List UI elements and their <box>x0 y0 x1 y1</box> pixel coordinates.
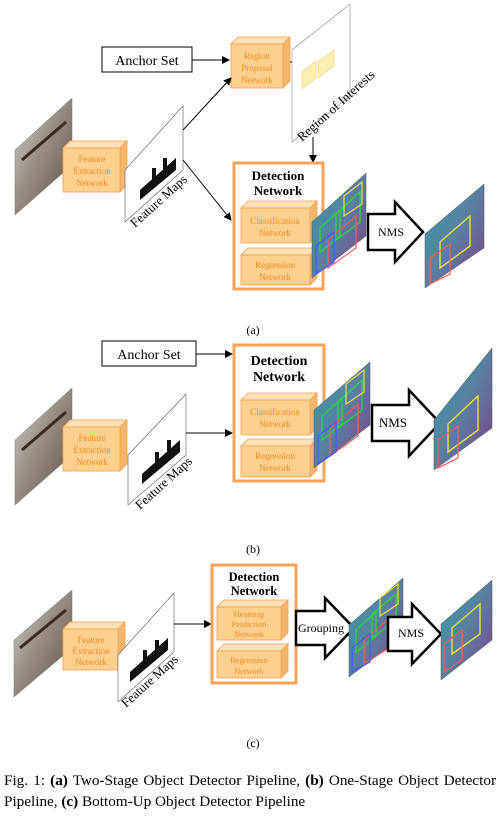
classification-label-2: Network <box>259 228 291 238</box>
feature-extraction-label-3: Network <box>75 657 107 667</box>
rpn-label-2: Proposal <box>241 63 273 73</box>
detection-network-title-1: Detection <box>251 354 308 369</box>
classification-label-2: Network <box>259 419 291 429</box>
panel-c: Feature Extraction Network Feature Maps … <box>13 563 493 750</box>
classification-label-1: Classification <box>250 216 300 226</box>
feature-extraction-box: Feature Extraction Network <box>62 419 128 472</box>
feature-extraction-label-2: Extraction <box>73 445 111 455</box>
detection-output-image <box>313 361 371 469</box>
nms-arrow <box>370 386 442 460</box>
classification-box: Classification Network <box>240 200 318 244</box>
figure-caption: Fig. 1: (a) Two-Stage Object Detector Pi… <box>4 770 496 812</box>
feature-extraction-label-2: Extraction <box>73 166 111 176</box>
feature-extraction-label-1: Feature <box>79 433 106 443</box>
heatmap-label-2: Prediction <box>232 619 268 629</box>
detection-network-title-1: Detection <box>229 570 280 584</box>
caption-b-text: One-Stage Object Detector Pipeline, <box>4 772 496 810</box>
final-output-image <box>433 347 493 471</box>
caption-b-tag: (b) <box>305 772 324 789</box>
regression-label-1: Regression <box>230 655 269 665</box>
detection-network-title-2: Network <box>231 584 278 598</box>
feature-map <box>117 592 175 703</box>
panel-a: Feature Extraction Network Feature Maps … <box>14 3 485 337</box>
regression-label-2: Network <box>234 666 264 676</box>
final-output-image <box>440 579 493 681</box>
panel-b: Feature Extraction Network Feature Maps … <box>14 340 493 556</box>
roi-plane <box>291 3 351 143</box>
regression-box: Regression Network <box>216 643 289 679</box>
regression-label-2: Network <box>259 463 291 473</box>
caption-a-tag: (a) <box>50 772 68 789</box>
rpn-box: Region Proposal Network <box>230 36 291 89</box>
regression-label-1: Regression <box>255 451 295 461</box>
caption-c-text: Bottom-Up Object Detector Pipeline <box>78 793 306 810</box>
nms-label: NMS <box>398 626 424 640</box>
heatmap-label-3: Network <box>234 629 264 639</box>
classification-box: Classification Network <box>240 392 318 436</box>
regression-label-2: Network <box>259 272 291 282</box>
panel-b-label: (b) <box>246 542 260 556</box>
caption-prefix: Fig. 1: <box>4 772 51 789</box>
final-output-image <box>424 183 485 289</box>
feature-extraction-label-3: Network <box>76 178 108 188</box>
feature-extraction-box: Feature Extraction Network <box>62 140 128 193</box>
heatmap-box: Heatmap Prediction Network <box>216 599 289 641</box>
nms-arrow <box>386 600 443 668</box>
anchor-set-label: Anchor Set <box>117 348 180 363</box>
panel-a-label: (a) <box>246 323 259 337</box>
nms-label: NMS <box>378 225 404 239</box>
rpn-label-3: Network <box>241 75 273 85</box>
detection-network-title-2: Network <box>254 183 303 198</box>
feature-extraction-label-2: Extraction <box>72 646 110 656</box>
feature-extraction-label-1: Feature <box>78 635 105 645</box>
classification-label-1: Classification <box>250 407 300 417</box>
regression-label-1: Regression <box>255 260 295 270</box>
detection-network-title-2: Network <box>253 370 305 385</box>
feature-map <box>127 393 187 506</box>
rpn-label-1: Region <box>244 51 270 61</box>
feature-map <box>124 105 184 223</box>
caption-c-tag: (c) <box>61 793 79 810</box>
pipeline-diagram: Feature Extraction Network Feature Maps … <box>13 3 493 750</box>
detection-output-image <box>311 172 367 279</box>
grouping-arrow <box>294 594 356 662</box>
caption-a-text: Two-Stage Object Detector Pipeline, <box>67 772 306 789</box>
panel-c-label: (c) <box>246 736 259 750</box>
regression-box: Regression Network <box>240 247 318 286</box>
nms-arrow <box>366 198 425 266</box>
feature-extraction-label-1: Feature <box>79 154 106 164</box>
regression-box: Regression Network <box>240 438 318 478</box>
anchor-set-label: Anchor Set <box>115 54 178 69</box>
anchor-set-box <box>101 340 197 367</box>
grouping-label: Grouping <box>298 621 344 635</box>
nms-label: NMS <box>379 415 407 430</box>
detection-network-title-1: Detection <box>252 168 305 183</box>
feature-extraction-label-3: Network <box>76 457 108 467</box>
feature-extraction-box: Feature Extraction Network <box>62 621 126 671</box>
heatmap-label-1: Heatmap <box>234 609 265 619</box>
